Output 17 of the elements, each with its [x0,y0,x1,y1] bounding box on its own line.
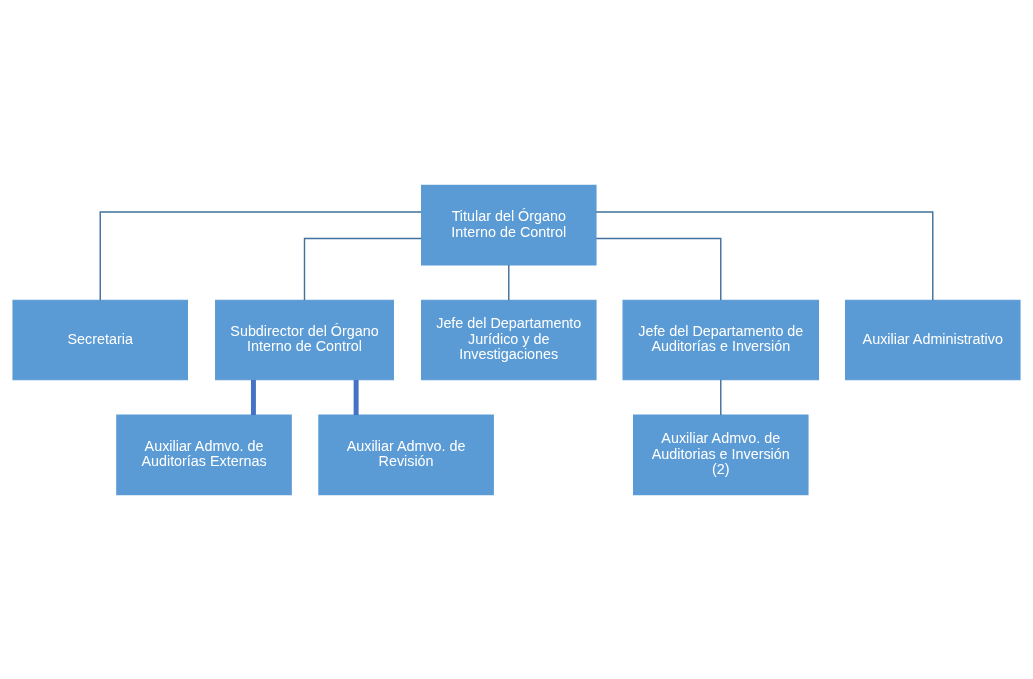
connector [508,263,510,301]
node-box: Secretaria [12,299,188,380]
node-box: Subdirector del Órgano Interno de Control [215,299,394,380]
connector [250,379,256,415]
connector [303,237,422,301]
connector [595,237,722,301]
connector [595,210,934,301]
node-box: Auxiliar Admvo. de Revisión [318,414,494,495]
node-box: Jefe del Departamento de Auditorías e Inversión [622,299,820,380]
connector [353,379,359,415]
node-box: Titular del Órgano Interno de Control [421,184,597,265]
node-box: Auxiliar Administrativo [845,299,1021,380]
node-box: Auxiliar Admvo. de Auditorias e Inversión (2) [633,414,809,495]
node-box: Auxiliar Admvo. de Auditorías Externas [116,414,292,495]
connector [720,378,722,416]
connector [99,210,422,301]
node-box: Jefe del Departamento Jurídico y de Investigaciones [421,299,597,380]
